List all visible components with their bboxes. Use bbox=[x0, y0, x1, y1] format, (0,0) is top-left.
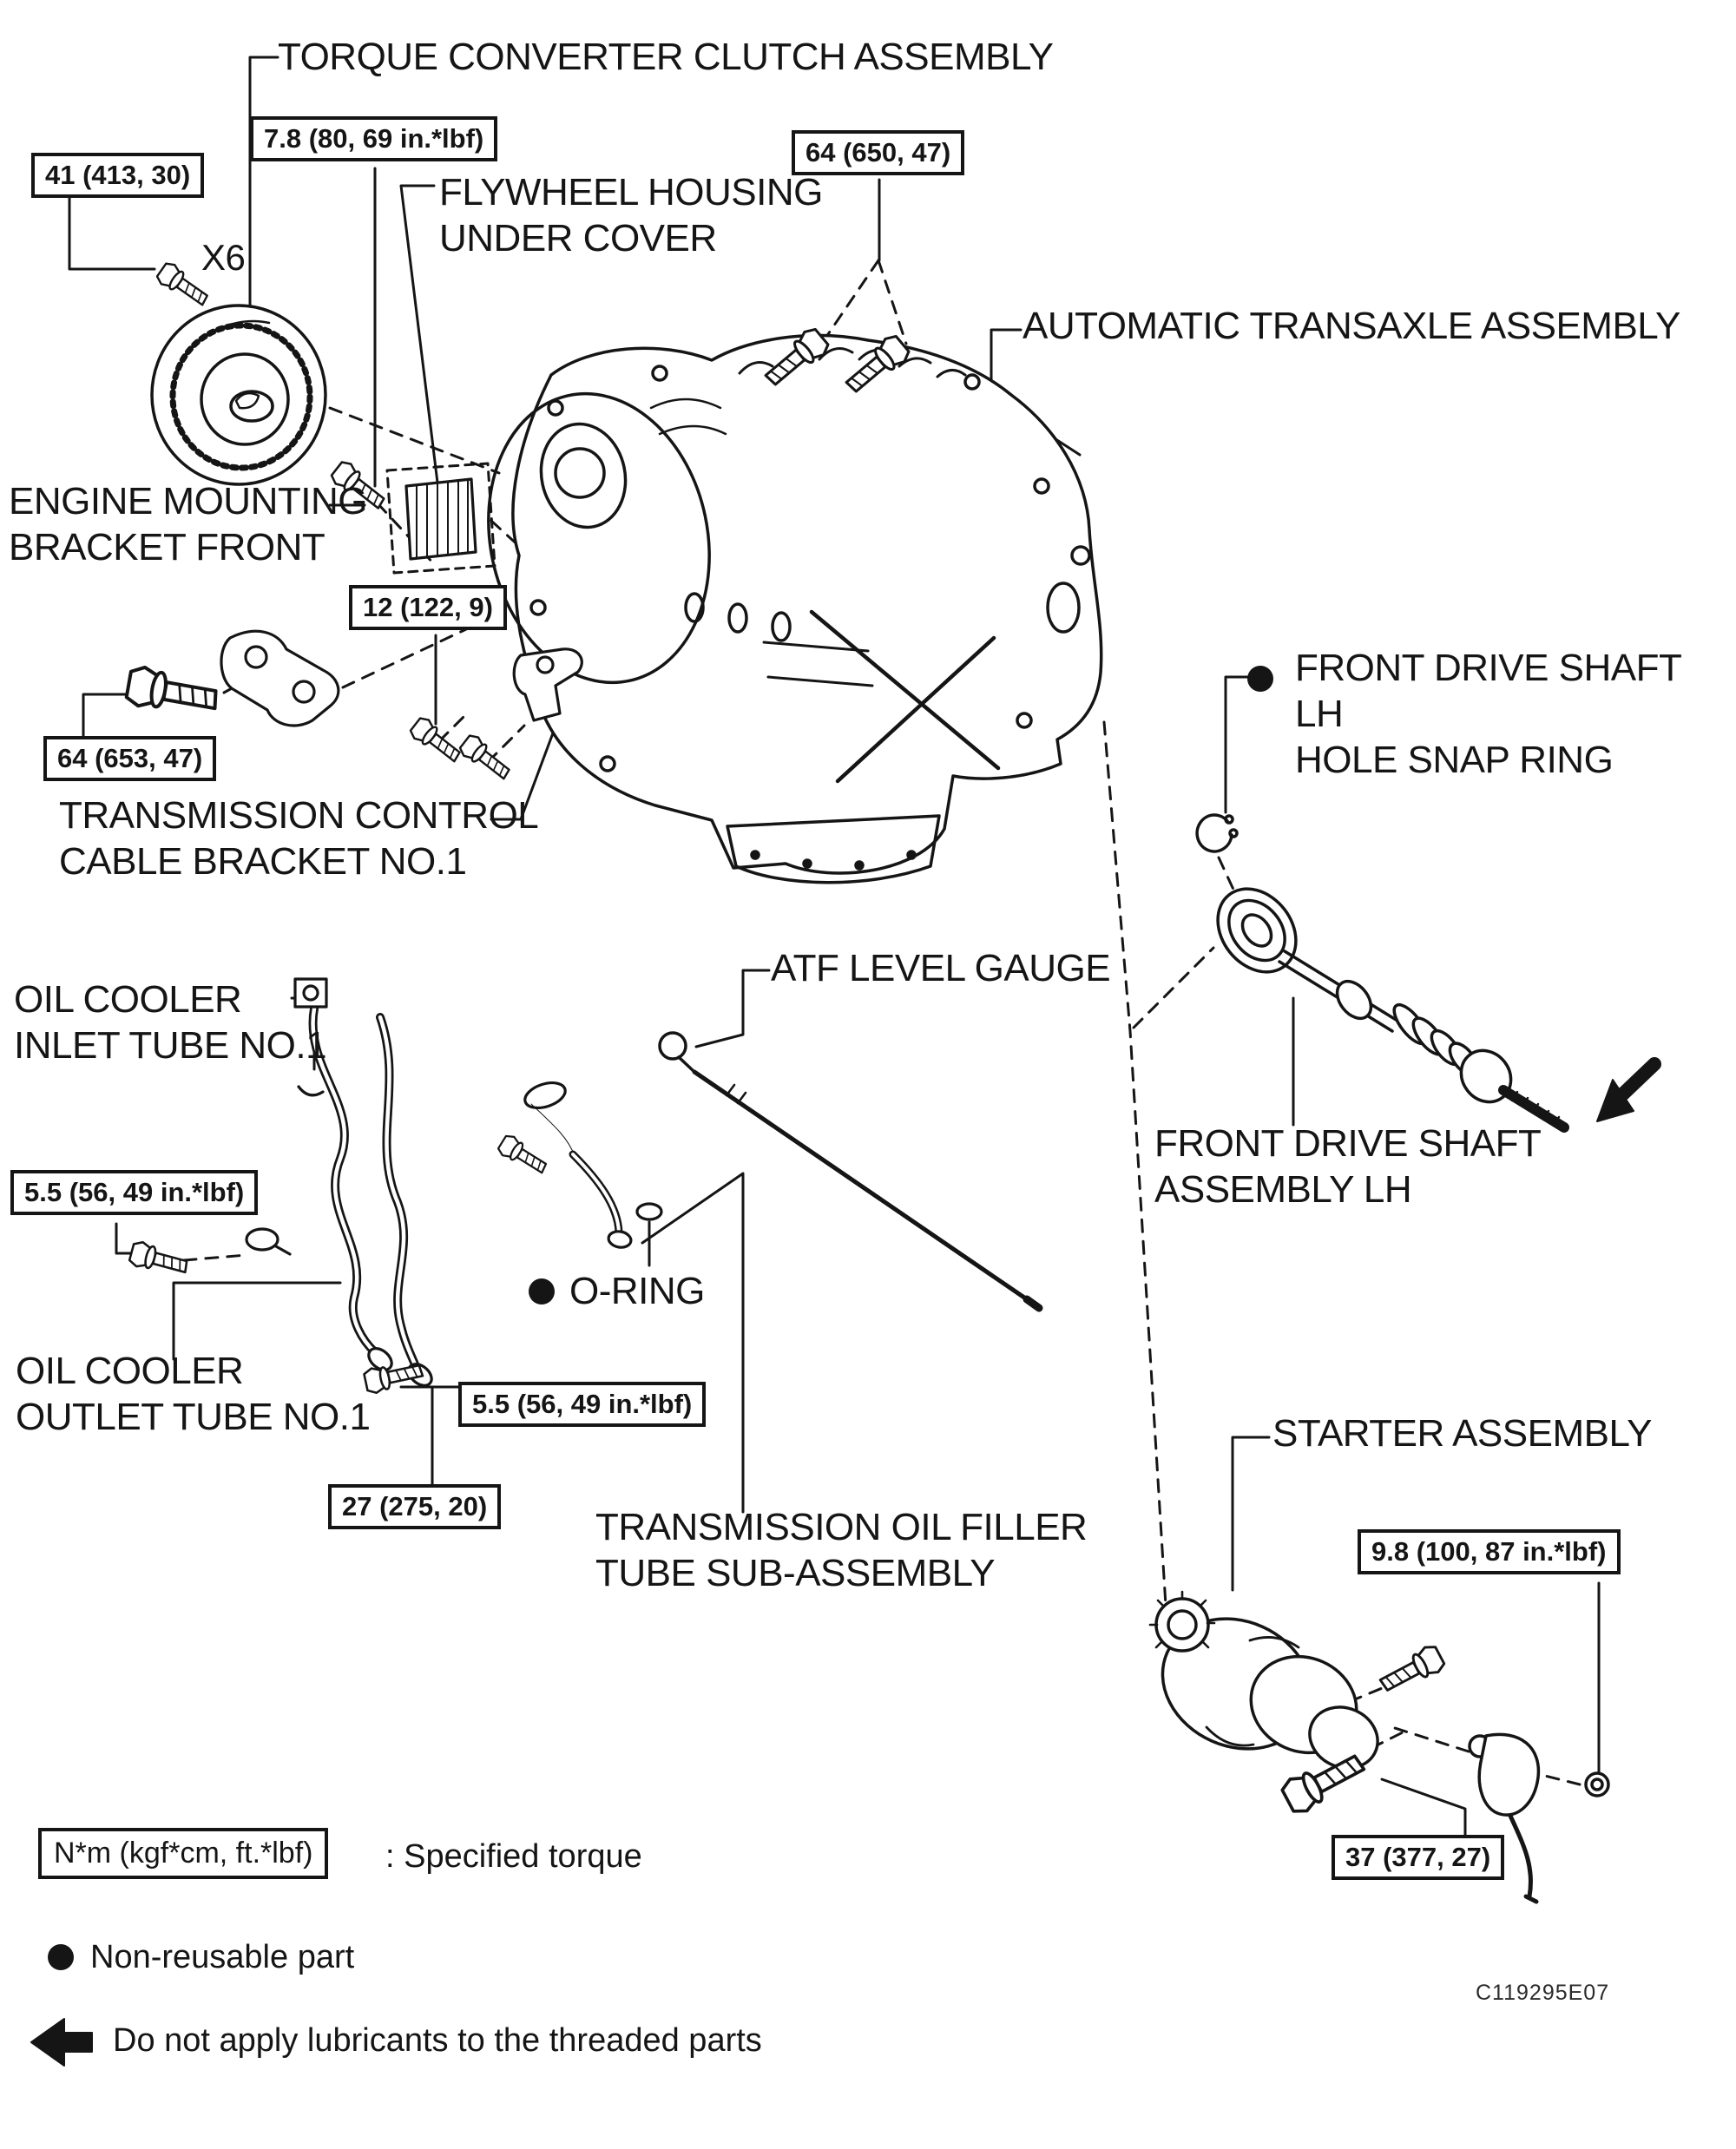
torque-spec-box-converter-bolts: 41 (413, 30) bbox=[31, 153, 205, 198]
non-reusable-bullet-icons bbox=[48, 666, 1273, 1970]
no-lubricant-arrowhead-icon bbox=[1596, 1079, 1634, 1122]
under-cover-drawing bbox=[404, 477, 477, 561]
torque-spec-box-inlet-clamp: 5.5 (56, 49 in.*lbf) bbox=[10, 1170, 259, 1215]
label-automatic-transaxle-assembly: AUTOMATIC TRANSAXLE ASSEMBLY bbox=[1023, 305, 1680, 347]
legend-non-reusable-part: Non-reusable part bbox=[90, 1939, 355, 1975]
torque-spec-box-starter-bolts: 37 (377, 27) bbox=[1332, 1835, 1505, 1880]
legend-torque-unit-box: N*m (kgf*cm, ft.*lbf) bbox=[38, 1828, 329, 1879]
engine-bracket-drawing bbox=[220, 629, 340, 727]
label-starter-assembly: STARTER ASSEMBLY bbox=[1272, 1412, 1653, 1455]
torque-spec-box-filler-bolt: 5.5 (56, 49 in.*lbf) bbox=[458, 1382, 707, 1427]
cable-bracket-drawing bbox=[512, 647, 583, 722]
label-transmission-control-cable-bracket: TRANSMISSION CONTROL CABLE BRACKET NO.1 bbox=[59, 794, 539, 883]
torque-converter-drawing bbox=[150, 304, 327, 486]
legend-no-lubricants: Do not apply lubricants to the threaded … bbox=[113, 2022, 762, 2059]
filler-tube-drawing bbox=[523, 1081, 663, 1249]
drawing-code: C119295E07 bbox=[1476, 1981, 1610, 2005]
label-transmission-oil-filler-tube: TRANSMISSION OIL FILLER TUBE SUB-ASSEMBL… bbox=[595, 1506, 1088, 1594]
torque-spec-box-cable-bracket: 12 (122, 9) bbox=[349, 585, 507, 630]
label-x6-count: X6 bbox=[201, 237, 246, 278]
label-oil-cooler-outlet-tube: OIL COOLER OUTLET TUBE NO.1 bbox=[16, 1350, 371, 1438]
label-front-drive-shaft-lh-hole-snap-ring: FRONT DRIVE SHAFT LH HOLE SNAP RING bbox=[1295, 647, 1681, 781]
label-torque-converter-clutch-assembly: TORQUE CONVERTER CLUTCH ASSEMBLY bbox=[278, 36, 1054, 78]
legend-left-arrow-icon bbox=[30, 2018, 93, 2067]
label-flywheel-housing-under-cover: FLYWHEEL HOUSING UNDER COVER bbox=[439, 171, 823, 260]
drive-shaft-drawing bbox=[1216, 887, 1569, 1133]
no-lubricant-arrow-icon bbox=[1611, 1057, 1661, 1106]
legend-specified-torque: : Specified torque bbox=[385, 1838, 642, 1875]
dipstick-drawing bbox=[658, 1031, 1043, 1312]
torque-spec-box-outlet-union: 27 (275, 20) bbox=[328, 1484, 502, 1529]
torque-spec-box-mounting-bracket: 64 (653, 47) bbox=[43, 736, 217, 781]
torque-spec-box-under-cover: 7.8 (80, 69 in.*lbf) bbox=[250, 116, 498, 161]
label-oil-cooler-inlet-tube: OIL COOLER INLET TUBE NO.1 bbox=[14, 978, 327, 1067]
label-atf-level-gauge: ATF LEVEL GAUGE bbox=[771, 947, 1111, 989]
label-front-drive-shaft-assembly-lh: FRONT DRIVE SHAFT ASSEMBLY LH bbox=[1154, 1122, 1542, 1211]
label-engine-mounting-bracket-front: ENGINE MOUNTING BRACKET FRONT bbox=[9, 480, 367, 568]
snap-ring-drawing bbox=[1195, 813, 1239, 853]
arrow-icons bbox=[30, 1057, 1661, 2067]
starter-drawing bbox=[1148, 1590, 1610, 1904]
label-o-ring: O-RING bbox=[569, 1270, 705, 1312]
torque-spec-box-starter-terminal: 9.8 (100, 87 in.*lbf) bbox=[1358, 1529, 1621, 1574]
transaxle-drawing bbox=[487, 333, 1103, 884]
torque-spec-box-transaxle-upper: 64 (650, 47) bbox=[792, 130, 965, 175]
